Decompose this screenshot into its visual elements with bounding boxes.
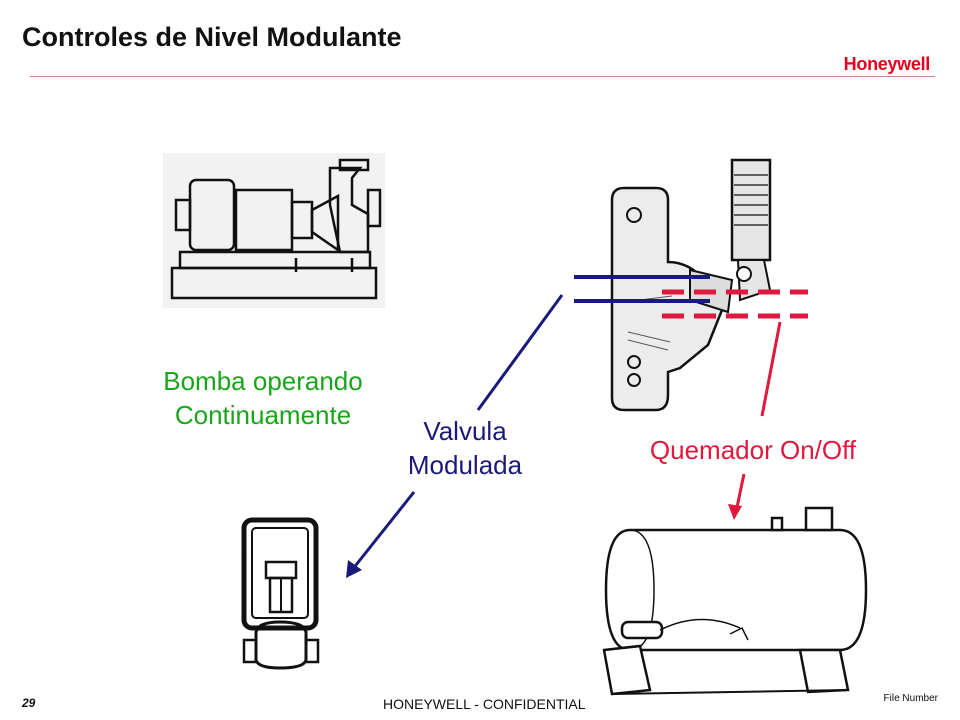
- valve-label-line2: Modulada: [407, 450, 523, 480]
- valve-illustration: [241, 517, 320, 670]
- burner-leader-line: [760, 321, 782, 417]
- valve-label: Valvula Modulada: [380, 414, 550, 482]
- pump-illustration: [163, 153, 385, 308]
- pump-label: Bomba operando Continuamente: [136, 364, 390, 432]
- title-divider: [30, 76, 935, 77]
- valve-leader-line: [476, 294, 564, 411]
- valve-label-line1: Valvula: [423, 416, 507, 446]
- file-number: File Number: [883, 693, 938, 704]
- page-number: 29: [22, 696, 36, 710]
- confidential-notice: HONEYWELL - CONFIDENTIAL: [383, 696, 586, 712]
- level-control-illustration: [610, 158, 772, 412]
- boiler-arrow: [728, 473, 746, 520]
- boiler-illustration: [602, 506, 868, 696]
- slide-title: Controles de Nivel Modulante: [22, 22, 402, 52]
- burner-label: Quemador On/Off: [649, 435, 857, 465]
- pump-label-line1: Bomba operando: [163, 366, 363, 396]
- pump-label-line2: Continuamente: [174, 400, 352, 430]
- valve-arrow: [346, 491, 416, 578]
- honeywell-logo: Honeywell: [843, 54, 931, 74]
